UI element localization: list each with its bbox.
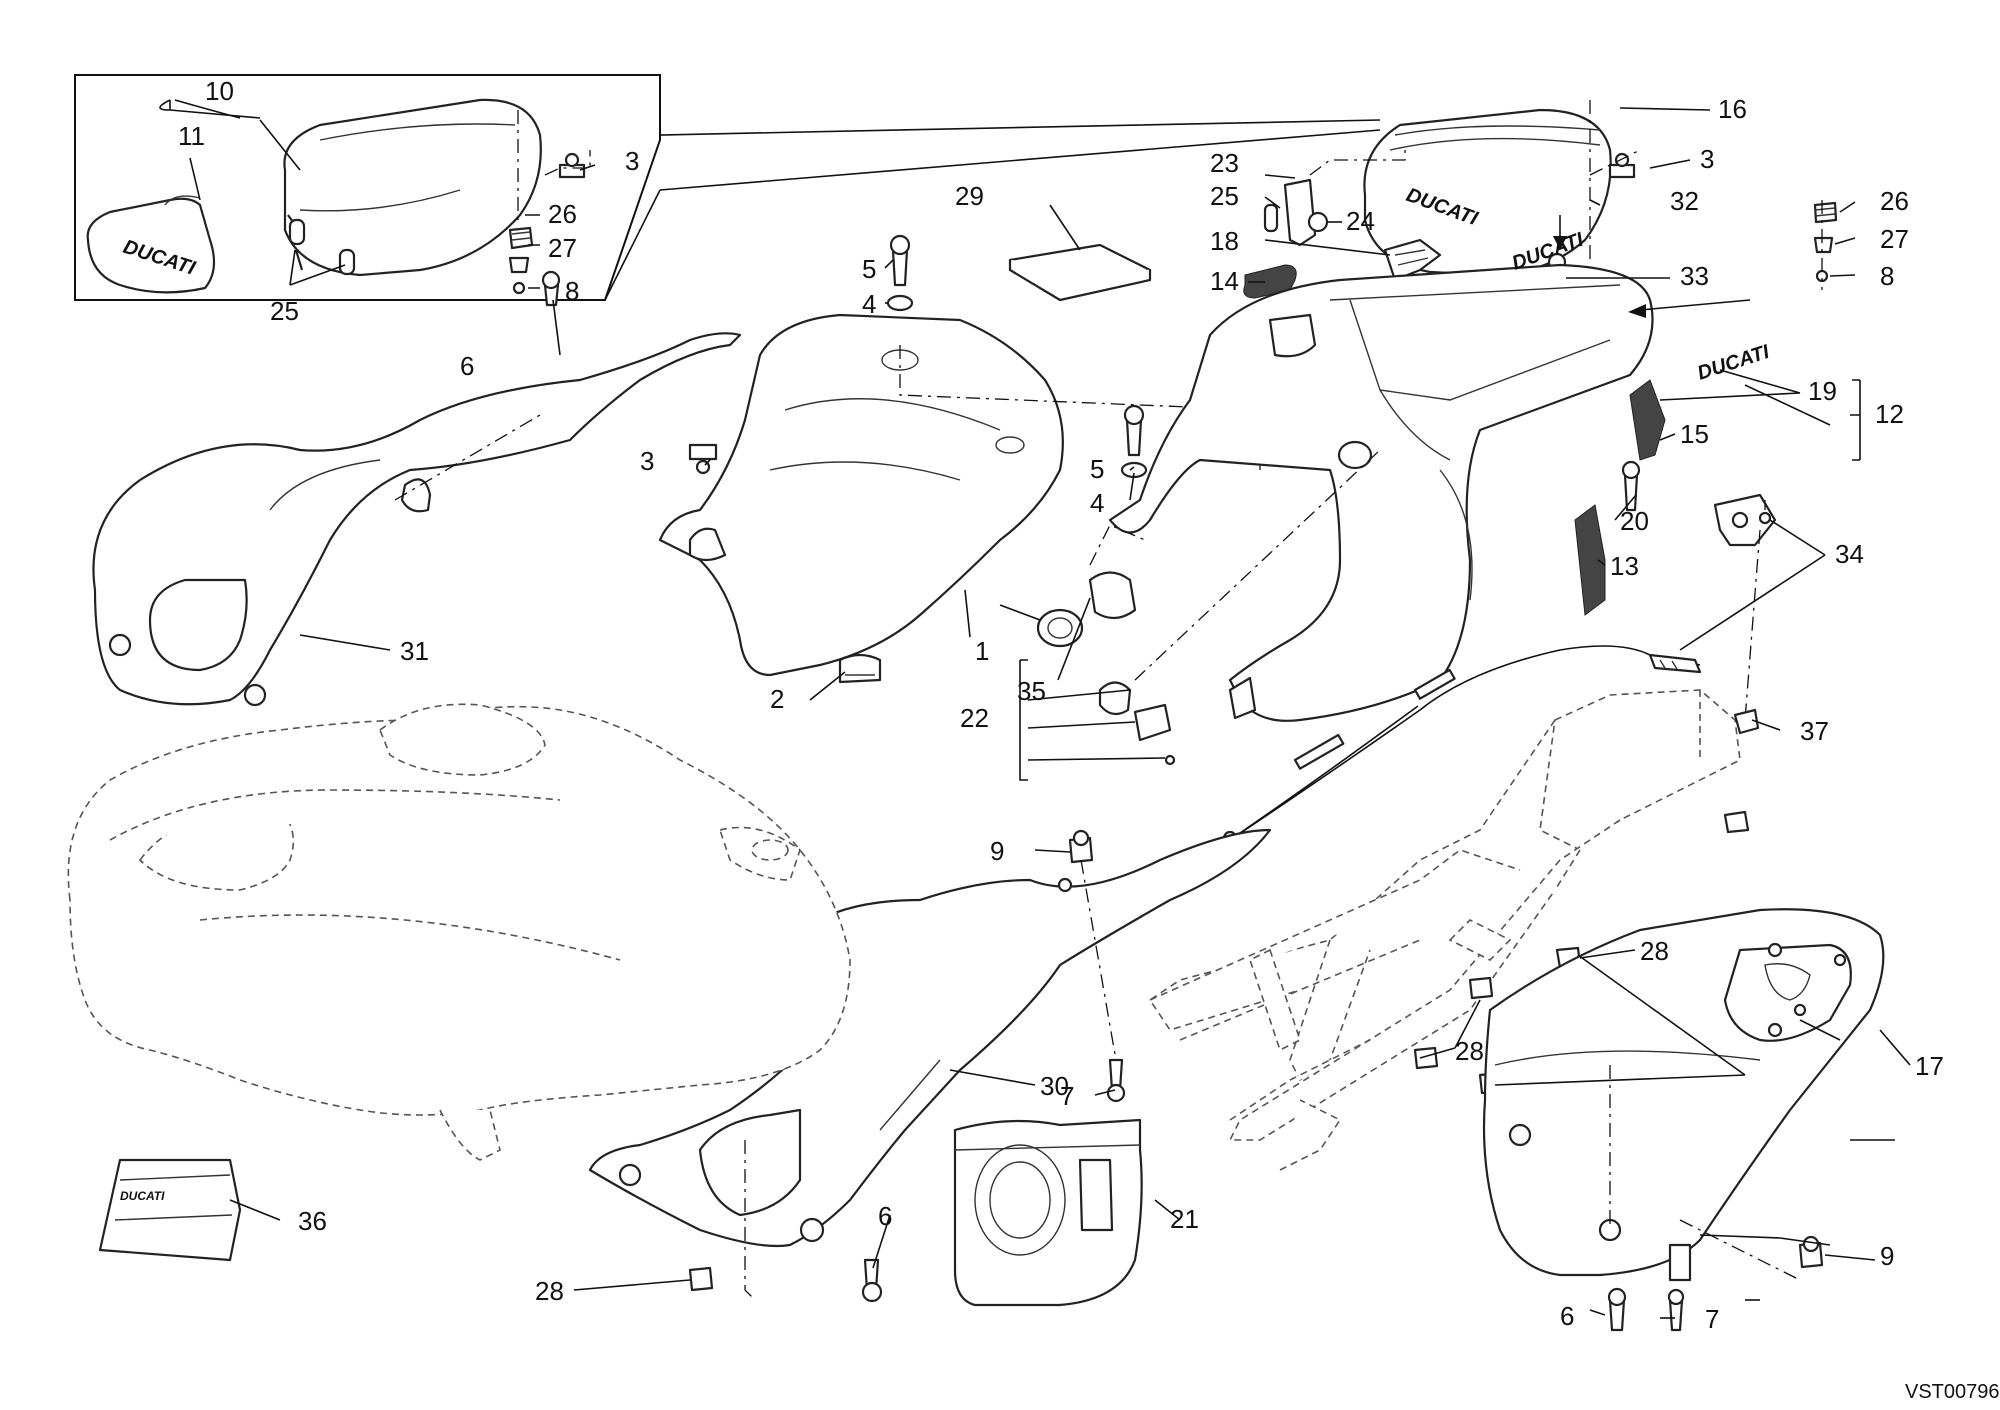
seat-bracket-hardware	[1263, 145, 1641, 247]
inset-hardware	[508, 110, 591, 295]
callout-numbers: 10 11 3 26 27 8 25 16 3 26 27 8 23 25 24…	[178, 76, 2000, 1403]
callout-37: 37	[1800, 716, 1829, 746]
right-hardware	[1813, 200, 1838, 290]
rear-subframe	[1148, 689, 1741, 1171]
callout-34: 34	[1835, 539, 1864, 569]
callout-18: 18	[1210, 226, 1239, 256]
part-21-tank-bag	[953, 1118, 1143, 1307]
callout-27: 27	[548, 233, 577, 263]
callout-36: 36	[298, 1206, 327, 1236]
inset-panel	[74, 74, 1381, 301]
callout-17: 17	[1915, 1051, 1944, 1081]
part-18-grille	[1383, 238, 1442, 282]
cover-logo-text: DUCATI	[120, 1189, 165, 1203]
callout-7b: 7	[1705, 1304, 1719, 1334]
callout-13: 13	[1610, 551, 1639, 581]
part-36-bike-cover: DUCATI	[98, 1158, 242, 1262]
callout-6c: 6	[878, 1201, 892, 1231]
callout-6b: 6	[1560, 1301, 1574, 1331]
callout-29: 29	[955, 181, 984, 211]
callout-3: 3	[625, 146, 639, 176]
part-11-seat-cover: DUCATI	[86, 195, 216, 294]
callout-26b: 26	[1880, 186, 1909, 216]
callout-3c: 3	[640, 446, 654, 476]
callout-14: 14	[1210, 266, 1239, 296]
callout-16: 16	[1718, 94, 1747, 124]
part-16-passenger-seat: DUCATI	[1363, 100, 1612, 277]
callout-5: 5	[862, 254, 876, 284]
callout-20: 20	[1620, 506, 1649, 536]
callout-26: 26	[548, 199, 577, 229]
callout-15: 15	[1680, 419, 1709, 449]
fuel-tank	[67, 703, 851, 1161]
callout-21: 21	[1170, 1204, 1199, 1234]
part-15-grille	[1629, 379, 1666, 461]
part-17-undertray	[1482, 908, 1885, 1282]
fasteners-9-7	[541, 270, 1824, 1332]
callout-2: 2	[770, 684, 784, 714]
reference-code: VST00796	[1905, 1381, 2000, 1403]
part-10-seat	[283, 98, 542, 277]
callout-32: 32	[1670, 186, 1699, 216]
callout-4: 4	[862, 289, 876, 319]
decal-logo-text: DUCATI	[1695, 341, 1773, 385]
seat-clips	[688, 443, 882, 684]
part-35-grommet	[1036, 524, 1146, 648]
callout-28c: 28	[535, 1276, 564, 1306]
callout-8b: 8	[1880, 261, 1894, 291]
callout-5b: 5	[1090, 454, 1104, 484]
callout-25: 25	[270, 296, 299, 326]
part-1-rider-seat	[658, 313, 1261, 677]
callout-23: 23	[1210, 148, 1239, 178]
callout-3b: 3	[1700, 144, 1714, 174]
part-13-grille	[1574, 504, 1606, 616]
callout-9b: 9	[1880, 1241, 1894, 1271]
part-32-tail-shell: DUCATI	[1108, 229, 1654, 722]
callout-7: 7	[1060, 1081, 1074, 1111]
part-20-screw	[1621, 460, 1641, 512]
callout-30: 30	[1040, 1071, 1069, 1101]
callout-22: 22	[960, 703, 989, 733]
leader-lines	[159, 99, 1911, 1319]
callout-10: 10	[205, 76, 234, 106]
callout-25b: 25	[1210, 181, 1239, 211]
callout-1: 1	[975, 636, 989, 666]
callout-33: 33	[1680, 261, 1709, 291]
callout-24: 24	[1346, 206, 1375, 236]
callout-19: 19	[1808, 376, 1837, 406]
callout-28b: 28	[1455, 1036, 1484, 1066]
part-29-manual	[1008, 243, 1152, 302]
part-34-latch	[1222, 493, 1777, 846]
callout-28: 28	[1640, 936, 1669, 966]
callout-11: 11	[178, 121, 205, 151]
callout-8: 8	[565, 276, 579, 306]
part-22-clamp-kit	[1019, 449, 1381, 781]
part-31-side-panel	[92, 332, 742, 707]
callout-6: 6	[460, 351, 474, 381]
callout-12: 12	[1875, 399, 1904, 429]
callout-27b: 27	[1880, 224, 1909, 254]
callout-4b: 4	[1090, 488, 1104, 518]
callout-31: 31	[400, 636, 429, 666]
callout-9: 9	[990, 836, 1004, 866]
callout-35: 35	[1017, 676, 1046, 706]
